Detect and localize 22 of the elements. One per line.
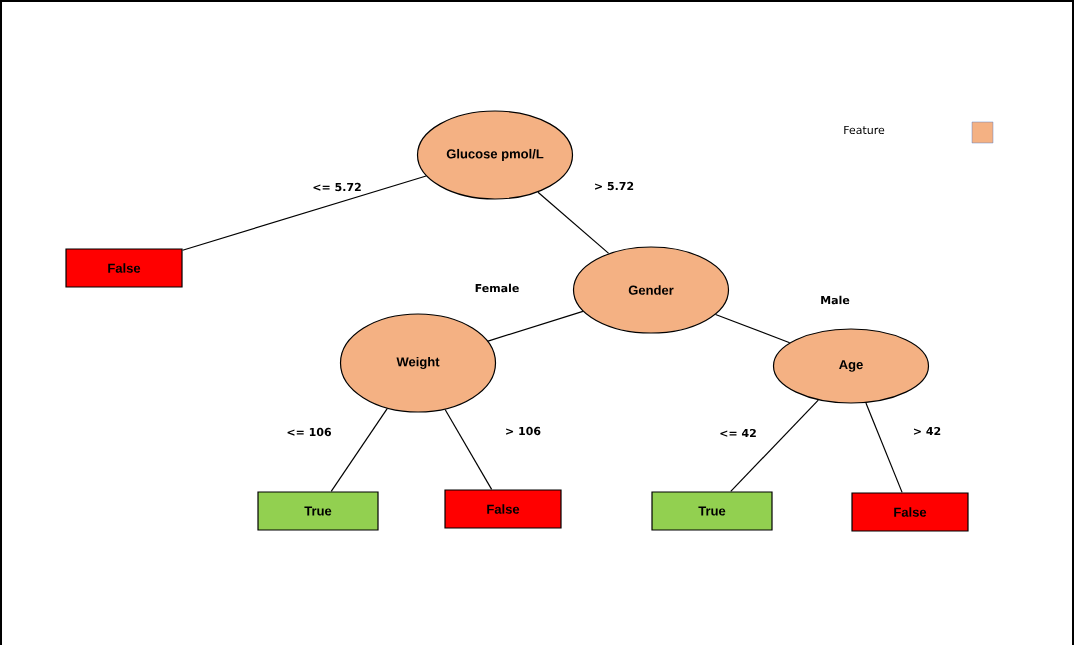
edge-label: <= 5.72 [311, 181, 363, 193]
edge-label: > 106 [504, 425, 542, 437]
connector-line [330, 407, 388, 492]
leaf-box: False [65, 248, 183, 288]
edge-label: Female [473, 282, 521, 294]
edge-label: <= 42 [718, 427, 758, 439]
connector-line [444, 408, 493, 490]
connector-line [182, 175, 427, 251]
connector-line [537, 191, 610, 254]
leaf-box: True [257, 491, 379, 531]
leaf-box: False [444, 489, 562, 529]
connector-line [730, 399, 819, 492]
edge-label: > 42 [911, 425, 943, 437]
connector-line [714, 313, 791, 344]
connector-line [487, 310, 584, 342]
legend-label: Feature [844, 125, 885, 135]
connector-line [865, 402, 903, 493]
leaf-box: False [851, 492, 969, 532]
edge-label: Male [819, 294, 851, 306]
edge-label: > 5.72 [592, 180, 636, 192]
edge-label: <= 106 [285, 426, 333, 438]
leaf-box: True [651, 491, 773, 531]
